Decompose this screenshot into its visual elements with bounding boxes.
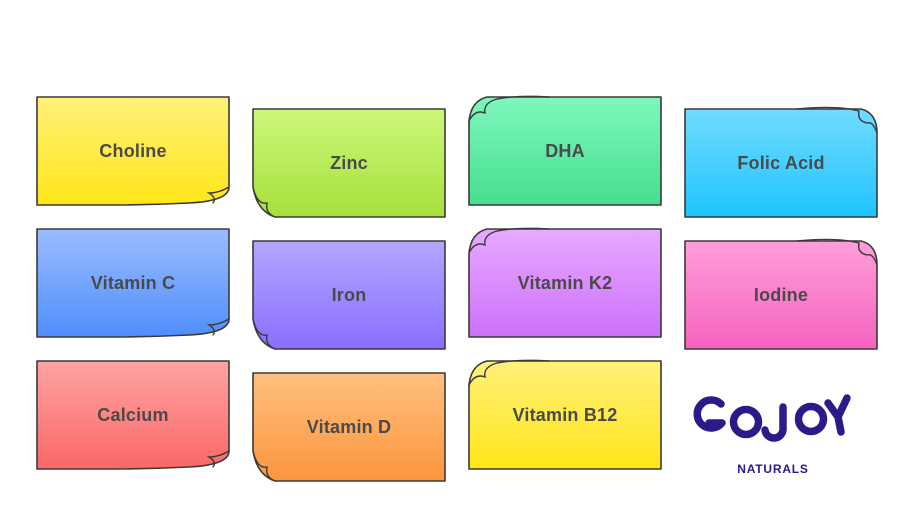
note-body <box>36 360 230 470</box>
page-curl <box>252 318 276 350</box>
page-curl <box>252 450 276 482</box>
note-label: Iodine <box>753 284 809 305</box>
note-body <box>468 96 662 206</box>
note-label: Vitamin B12 <box>512 404 618 425</box>
note-body <box>36 228 230 338</box>
page-curl <box>796 106 878 134</box>
sticky-note-shape <box>468 359 662 470</box>
note-folic-acid: Folic Acid <box>684 106 878 218</box>
note-label: Calcium <box>97 404 169 425</box>
gojoy-naturals-logo: NATURALS <box>688 390 858 482</box>
note-label: DHA <box>545 140 585 161</box>
note-label: Iron <box>331 284 367 305</box>
page-curl <box>206 318 230 336</box>
note-iodine: Iodine <box>684 238 878 350</box>
logo-wordmark <box>693 394 851 442</box>
sticky-note-shape <box>252 240 446 350</box>
note-label: Folic Acid <box>737 152 825 173</box>
sticky-note-shape <box>468 227 662 338</box>
note-dha: DHA <box>468 95 662 206</box>
page-curl <box>206 450 230 468</box>
note-label: Zinc <box>330 152 368 173</box>
sticky-note-shape <box>36 360 230 470</box>
sticky-note-shape <box>684 238 878 350</box>
note-label: Vitamin K2 <box>517 272 613 293</box>
note-body <box>468 228 662 338</box>
note-body <box>468 360 662 470</box>
sticky-note-shape <box>684 106 878 218</box>
sticky-note-shape <box>468 95 662 206</box>
note-iron: Iron <box>252 240 446 350</box>
sticky-note-shape <box>252 372 446 482</box>
page-curl <box>206 186 230 204</box>
note-vitamin-b12: Vitamin B12 <box>468 359 662 470</box>
note-label: Vitamin D <box>306 416 392 437</box>
page-curl <box>468 359 550 386</box>
note-label: Vitamin C <box>90 272 176 293</box>
note-body <box>684 240 878 350</box>
page-curl <box>468 227 550 254</box>
sticky-note-shape <box>36 228 230 338</box>
logo-subtitle: NATURALS <box>737 462 809 476</box>
page-curl <box>252 186 276 218</box>
note-label: Choline <box>99 140 167 161</box>
note-calcium: Calcium <box>36 360 230 470</box>
note-vitamin-k2: Vitamin K2 <box>468 227 662 338</box>
sticky-note-shape <box>36 96 230 206</box>
note-body <box>36 96 230 206</box>
note-zinc: Zinc <box>252 108 446 218</box>
note-vitamin-d: Vitamin D <box>252 372 446 482</box>
page-curl <box>796 238 878 266</box>
note-body <box>684 108 878 218</box>
sticky-note-shape <box>252 108 446 218</box>
note-choline: Choline <box>36 96 230 206</box>
page-curl <box>468 95 550 122</box>
note-vitamin-c: Vitamin C <box>36 228 230 338</box>
